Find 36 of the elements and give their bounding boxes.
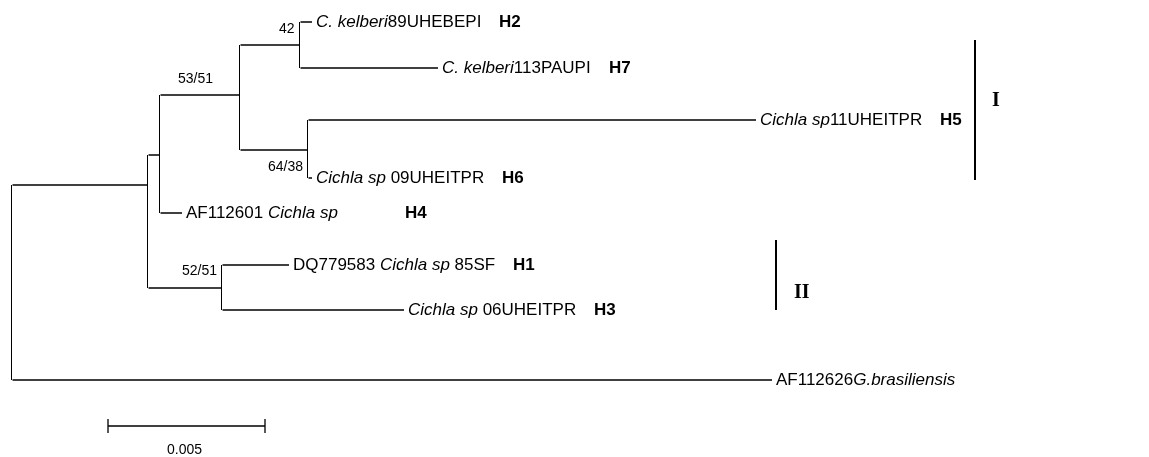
bootstrap-value: 53/51: [178, 70, 214, 86]
haplotype-label: H3: [594, 299, 616, 321]
tree-branch: [221, 264, 290, 266]
haplotype-label: H7: [609, 57, 631, 79]
taxon-label: C. kelberi89UHEBEPI: [316, 12, 482, 31]
tree-branch: [11, 379, 773, 381]
haplotype-label: H5: [940, 109, 962, 131]
haplotype-label: H6: [502, 167, 524, 189]
tree-branch: [159, 94, 240, 96]
scale-value: 0.005: [167, 441, 203, 457]
tree-branch: [221, 309, 405, 311]
haplotype-label: H1: [513, 254, 535, 276]
bootstrap-value: 52/51: [182, 262, 218, 278]
tree-branch: [147, 154, 160, 156]
tree-branch: [239, 149, 308, 151]
tree-branch: [299, 67, 439, 69]
taxon-label: C. kelberi113PAUPI: [442, 58, 591, 77]
haplotype-label: H2: [499, 11, 521, 33]
bootstrap-value: 64/38: [268, 158, 304, 174]
haplotype-label: H4: [405, 202, 427, 224]
tree-branch: [11, 184, 148, 186]
tree-branch: [159, 212, 183, 214]
bootstrap-value: 42: [279, 20, 295, 36]
tree-branch: [147, 287, 222, 289]
clade-label: II: [794, 280, 810, 303]
taxon-label: Cichla sp 09UHEITPR: [316, 168, 485, 187]
taxon-label: AF112626G.brasiliensis: [776, 370, 956, 389]
tree-branch: [307, 177, 313, 179]
tree-branch: [239, 44, 300, 46]
tree-branch: [299, 21, 313, 23]
clade-label: I: [992, 88, 1000, 111]
taxon-label: Cichla sp11UHEITPR: [760, 110, 923, 129]
tree-branch: [307, 119, 757, 121]
taxon-label: AF112601 Cichla sp: [186, 203, 338, 222]
taxon-label: Cichla sp 06UHEITPR: [408, 300, 577, 319]
taxon-label: DQ779583 Cichla sp 85SF: [293, 255, 496, 274]
